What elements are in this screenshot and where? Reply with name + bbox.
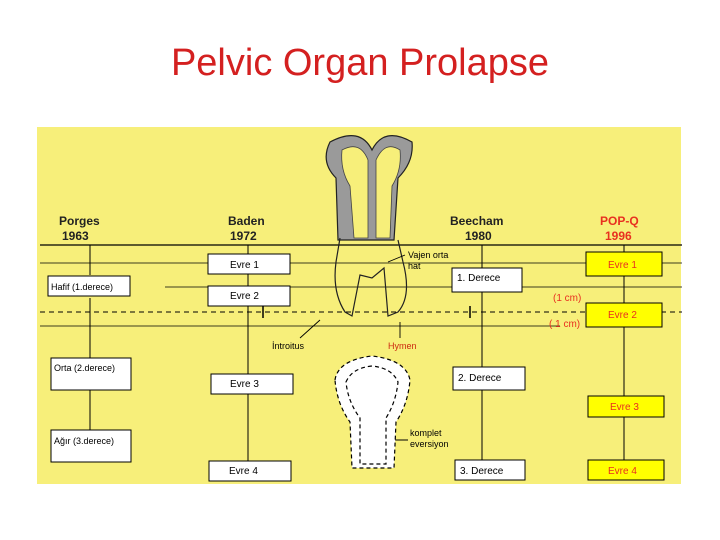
popq-grade-2: Evre 2 bbox=[608, 310, 637, 321]
baden-name: Baden bbox=[228, 214, 265, 228]
baden-year: 1972 bbox=[230, 229, 257, 243]
baden-grade-3: Evre 3 bbox=[230, 379, 259, 390]
introitus-label: İntroitus bbox=[272, 341, 305, 351]
slide-title: Pelvic Organ Prolapse bbox=[170, 42, 550, 84]
popq-grade-1: Evre 1 bbox=[608, 260, 637, 271]
beecham-grade-3: 3. Derece bbox=[460, 466, 504, 477]
beecham-name: Beecham bbox=[450, 214, 503, 228]
vagina-normal-icon bbox=[325, 135, 413, 317]
cm-above-label: (1 cm) bbox=[553, 293, 581, 304]
beecham-year: 1980 bbox=[465, 229, 492, 243]
porges-grade-1: Hafif (1.derece) bbox=[51, 282, 113, 292]
hymen-label: Hymen bbox=[388, 341, 417, 351]
porges-name: Porges bbox=[59, 214, 100, 228]
baden-grade-2: Evre 2 bbox=[230, 291, 259, 302]
porges-grade-3: Ağır (3.derece) bbox=[54, 436, 114, 446]
popq-grade-4: Evre 4 bbox=[608, 466, 637, 477]
cm-below-label: ( 1 cm) bbox=[549, 319, 580, 330]
porges-year: 1963 bbox=[62, 229, 89, 243]
popq-year: 1996 bbox=[605, 229, 632, 243]
porges-grade-2: Orta (2.derece) bbox=[54, 363, 115, 373]
beecham-grade-2: 2. Derece bbox=[458, 373, 502, 384]
beecham-grade-1: 1. Derece bbox=[457, 273, 501, 284]
popq-grade-3: Evre 3 bbox=[610, 402, 639, 413]
vagina-everted-icon bbox=[334, 355, 411, 469]
baden-grade-4: Evre 4 bbox=[229, 466, 258, 477]
baden-grade-1: Evre 1 bbox=[230, 260, 259, 271]
popq-name: POP-Q bbox=[600, 214, 639, 228]
